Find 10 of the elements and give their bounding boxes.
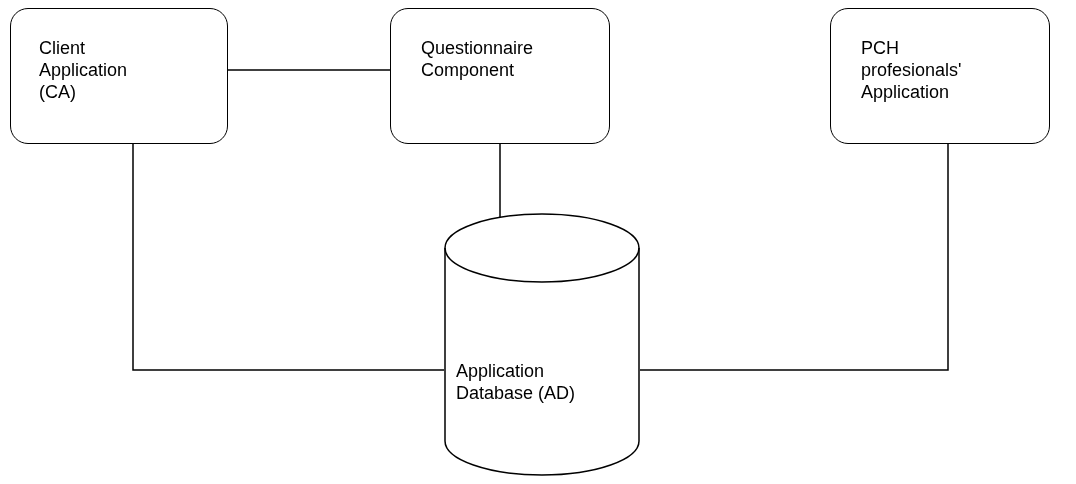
node-label: Questionnaire Component [421,37,535,81]
component-box [10,8,228,144]
connector-line [132,143,445,371]
connector-line [639,143,949,371]
node-label: Application Database (AD) [456,360,577,404]
connector-line [227,69,391,71]
node-label: PCH profesionals' Application [861,37,963,103]
component-box [830,8,1050,144]
node-label: Client Application (CA) [39,37,129,103]
component-box [390,8,610,144]
